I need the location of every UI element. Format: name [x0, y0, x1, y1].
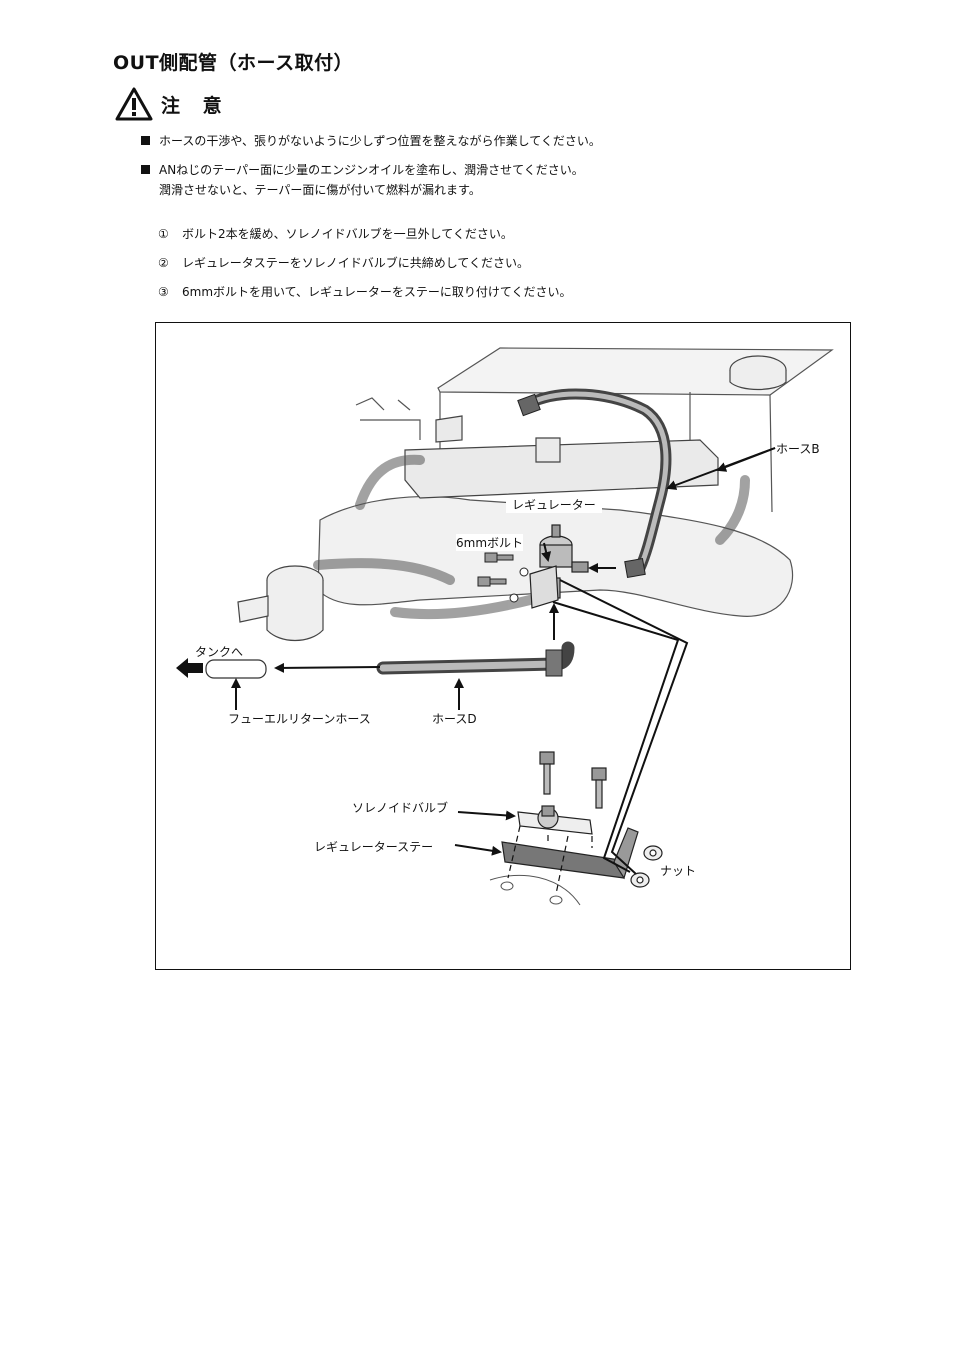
bolt-6mm-set [477, 552, 529, 603]
fuel-return-hose [205, 659, 267, 679]
to-tank-arrow [176, 658, 203, 678]
label-solenoid-valve: ソレノイドバルブ [352, 799, 449, 816]
note-item: ANねじのテーパー面に少量のエンジンオイルを塗布し、潤滑させてください。 潤滑さ… [141, 160, 584, 200]
warning-triangle-icon [115, 87, 153, 121]
page-title: OUT側配管（ホース取付） [113, 52, 354, 74]
label-hose-b: ホースB [776, 440, 820, 457]
label-regulator: レギュレーター [506, 496, 602, 513]
mount-holes [489, 874, 581, 906]
label-bolt-6mm: 6mmボルト [456, 534, 524, 551]
hose-d [376, 641, 575, 677]
square-bullet-icon [141, 165, 150, 174]
caution-heading: 注 意 [115, 86, 230, 122]
canister [237, 565, 324, 641]
diagram-frame [155, 322, 851, 970]
caution-label: 注 意 [161, 94, 230, 117]
hose-b-fitting [517, 393, 541, 417]
note-item: ホースの干渉や、張りがないように少しずつ位置を整えながら作業してください。 [141, 131, 601, 151]
label-regulator-stay: レギュレーターステー [314, 838, 434, 855]
callout-arrows [231, 447, 776, 856]
label-hose-d: ホースD [432, 710, 477, 727]
assembly-route-line [559, 579, 689, 875]
hose-b-fitting [624, 557, 646, 579]
regulator-bracket [529, 565, 559, 609]
label-nut: ナット [660, 862, 697, 879]
label-fuel-return-hose: フューエルリターンホース [228, 710, 371, 727]
intake-pipes [313, 454, 750, 620]
fuel-rail [404, 415, 719, 499]
solenoid-valve-detail [517, 751, 607, 835]
square-bullet-icon [141, 136, 150, 145]
nut-icon [630, 845, 663, 888]
radiator-cap [729, 355, 787, 391]
label-to-tank: タンクへ [195, 645, 244, 659]
assembly-guides [507, 825, 593, 895]
